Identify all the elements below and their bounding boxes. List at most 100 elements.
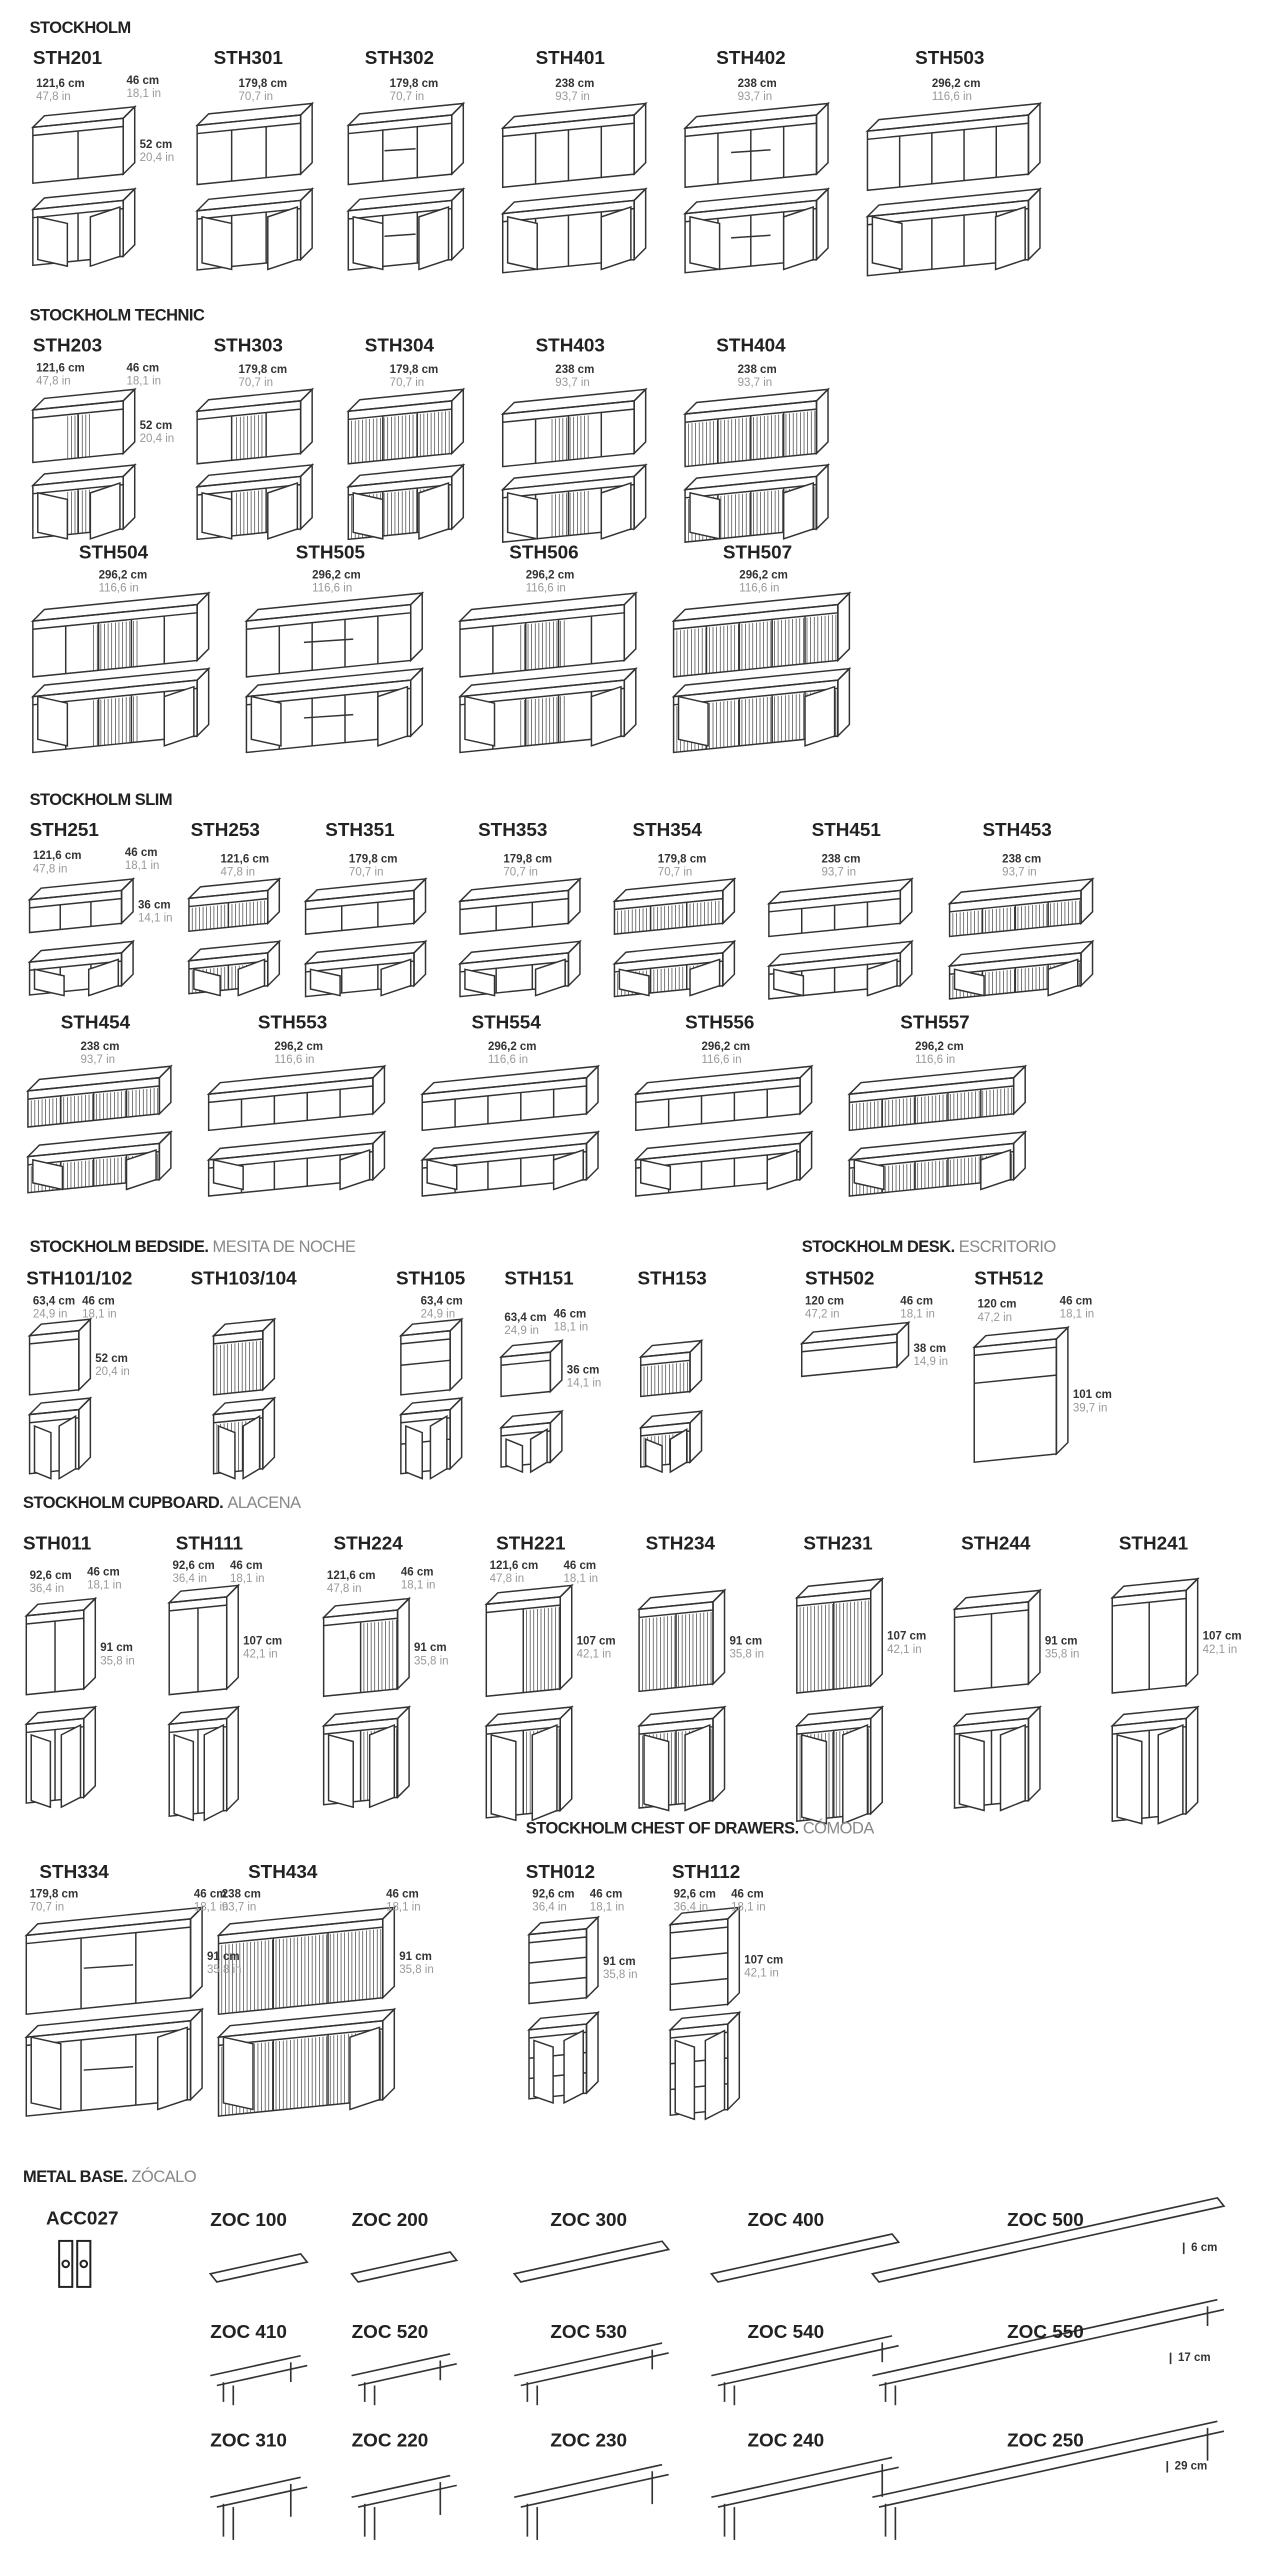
dimension-in: 47,8 in bbox=[36, 376, 71, 388]
dimension-in: 116,6 in bbox=[915, 1054, 956, 1067]
cabinet-closed-drawing bbox=[500, 101, 648, 189]
product-code: STH151 bbox=[504, 1269, 574, 1290]
dimension-in: 18,1 in bbox=[126, 88, 162, 101]
dimension-cm: 46 cm bbox=[900, 1296, 933, 1308]
cabinet-open-drawing-open-door bbox=[644, 1428, 688, 1474]
section-title-text: STOCKHOLM CUPBOARD. bbox=[23, 1495, 224, 1514]
cabinet-open-drawing bbox=[27, 1396, 93, 1475]
product-code: STH401 bbox=[535, 49, 605, 70]
cabinet-open-drawing-open-door bbox=[212, 1149, 371, 1191]
product-code: STH557 bbox=[900, 1013, 970, 1034]
leg-frame-drawing bbox=[711, 2335, 899, 2406]
product-code: STH512 bbox=[974, 1269, 1044, 1290]
product-code: STH554 bbox=[471, 1013, 541, 1034]
dimension-cm: 46 cm bbox=[731, 1889, 764, 1901]
dimension-in: 18,1 in bbox=[900, 1309, 935, 1321]
product-code: STH506 bbox=[509, 543, 579, 564]
product-code: STH502 bbox=[805, 1269, 875, 1290]
dimension-in: 47,8 in bbox=[32, 864, 68, 876]
product-code: ZOC 550 bbox=[1007, 2323, 1084, 2343]
cabinet-open-drawing-open-door bbox=[689, 481, 814, 540]
dimension-in: 18,1 in bbox=[400, 1580, 436, 1592]
dimension-cm: 296,2 cm bbox=[487, 1041, 537, 1054]
cabinet-closed-drawing bbox=[244, 591, 425, 678]
dimension-cm: 179,8 cm bbox=[29, 1889, 79, 1901]
cabinet-closed-drawing bbox=[1110, 1577, 1200, 1694]
dimension-in: 93,7 in bbox=[737, 377, 773, 390]
cabinet-open-drawing-open-door bbox=[426, 1149, 584, 1191]
dimension-in: 35,8 in bbox=[602, 1969, 638, 1982]
cabinet-closed-drawing bbox=[27, 877, 136, 934]
plinth-frame-drawing bbox=[350, 2251, 459, 2283]
cabinet-closed-drawing bbox=[458, 591, 638, 678]
cabinet-open-drawing-open-door bbox=[250, 685, 409, 747]
dimension-in: 18,1 in bbox=[193, 1902, 229, 1914]
cabinet-open-drawing-open-door bbox=[643, 1723, 711, 1812]
cabinet-closed-drawing bbox=[195, 101, 315, 186]
dimension-cm: 296,2 cm bbox=[739, 570, 788, 582]
dimension-in: 18,1 in bbox=[731, 1902, 766, 1914]
section-title-text: STOCKHOLM TECHNIC bbox=[29, 307, 205, 326]
dimension-cm: 238 cm bbox=[555, 78, 595, 91]
section-title-text: STOCKHOLM BEDSIDE. bbox=[29, 1238, 209, 1257]
cabinet-open-drawing-open-door bbox=[173, 1723, 225, 1822]
dimension-in: 18,1 in bbox=[230, 1573, 265, 1586]
cabinet-open-drawing-open-door bbox=[674, 2029, 726, 2121]
dimension-in: 47,8 in bbox=[489, 1573, 525, 1586]
cabinet-closed-drawing bbox=[420, 1064, 601, 1132]
section-title-text: STOCKHOLM SLIM bbox=[29, 791, 173, 810]
plinth-frame-drawing bbox=[709, 2233, 901, 2283]
cabinet-open-drawing-open-door bbox=[464, 958, 566, 997]
dimension-in: 14,9 in bbox=[913, 1357, 949, 1369]
cabinet-closed-drawing bbox=[947, 877, 1095, 938]
product-code: ZOC 410 bbox=[210, 2323, 287, 2343]
cabinet-closed-drawing bbox=[633, 1064, 814, 1132]
cabinet-open-drawing bbox=[683, 187, 831, 274]
dimension-cm: 238 cm bbox=[555, 364, 595, 377]
dimension-in: 70,7 in bbox=[348, 867, 384, 879]
cabinet-open-drawing-open-door bbox=[1116, 1723, 1184, 1825]
cabinet-open-drawing bbox=[195, 463, 315, 541]
dimension-cm: 120 cm bbox=[977, 1299, 1017, 1312]
dimension-in: 70,7 in bbox=[29, 1902, 65, 1914]
dimension-in: 116,6 in bbox=[98, 583, 139, 595]
cabinet-open-drawing-open-door bbox=[958, 1723, 1026, 1812]
dimension-in: 35,8 in bbox=[399, 1964, 434, 1977]
cabinet-open-drawing-open-door bbox=[193, 958, 266, 997]
dimension-in: 18,1 in bbox=[386, 1902, 421, 1914]
cabinet-open-drawing bbox=[458, 939, 582, 998]
cabinet-open-drawing-open-door bbox=[201, 205, 299, 271]
dimension-cm: 179,8 cm bbox=[389, 364, 439, 377]
cabinet-closed-drawing bbox=[346, 101, 466, 186]
dimension-cm: 46 cm bbox=[386, 1889, 419, 1901]
cabinet-closed-drawing bbox=[847, 1064, 1028, 1132]
product-code: STH303 bbox=[213, 336, 283, 357]
dimension-in: 47,2 in bbox=[805, 1309, 840, 1321]
dimension-cm: 107 cm bbox=[243, 1636, 283, 1648]
product-code: STH507 bbox=[722, 543, 793, 564]
dimension-cm: 121,6 cm bbox=[326, 1570, 376, 1583]
dimension-cm: 52 cm bbox=[139, 420, 173, 433]
dimension-in: 70,7 in bbox=[389, 92, 425, 104]
dimension-cm: 179,8 cm bbox=[348, 854, 398, 866]
